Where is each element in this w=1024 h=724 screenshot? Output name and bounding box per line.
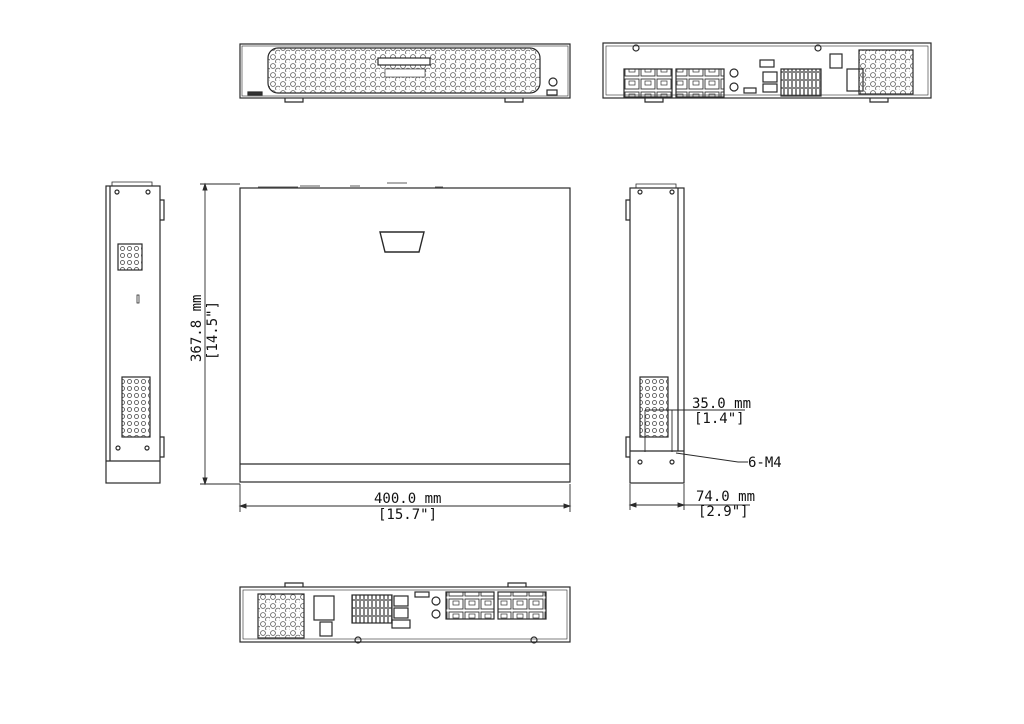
height-dimension-inch: [14.5"] — [205, 300, 221, 360]
rear-panel-view — [602, 42, 932, 103]
top-view — [239, 182, 571, 483]
hole-spacing-mm: 35.0 mm — [692, 396, 752, 412]
depth-dimension-inch: [2.9"] — [698, 504, 749, 520]
front-panel-view — [239, 43, 571, 103]
screw-callout: 6-M4 — [748, 455, 782, 471]
hole-spacing-inch: [1.4"] — [694, 411, 745, 427]
left-side-view — [105, 181, 165, 484]
depth-dimension-mm: 74.0 mm — [696, 489, 756, 505]
rear-panel-view-inverted — [239, 582, 571, 644]
width-dimension-inch: [15.7"] — [378, 507, 438, 523]
height-dimension-mm: 367.8 mm — [189, 294, 205, 362]
right-side-view — [625, 183, 685, 484]
dimension-lines — [200, 182, 750, 512]
width-dimension-mm: 400.0 mm — [374, 491, 442, 507]
